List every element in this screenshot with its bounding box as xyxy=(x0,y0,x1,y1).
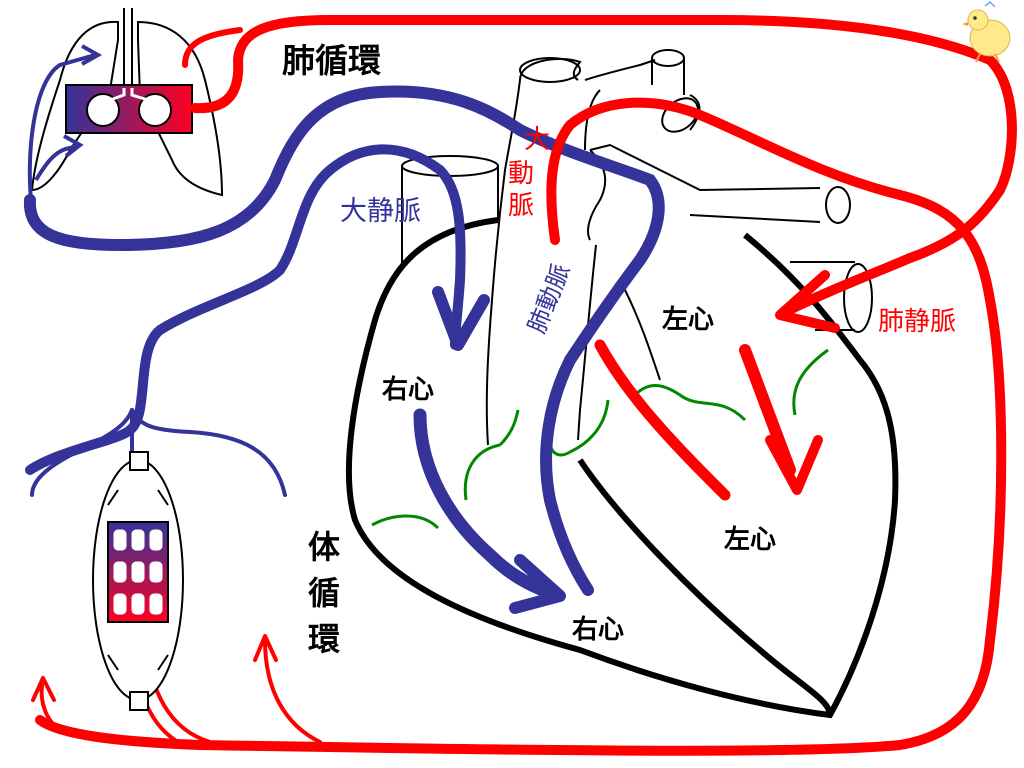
oxygenated-vessels xyxy=(35,14,1017,756)
label-pulmonary-circulation: 肺循環 xyxy=(282,41,381,80)
label-systemic-circulation-2: 循 xyxy=(308,574,340,612)
deoxygenated-arrowheads xyxy=(432,286,566,614)
lungs-icon xyxy=(30,8,224,197)
body-capillary-icon xyxy=(92,451,184,711)
label-right-atrium: 右心 xyxy=(382,375,434,405)
label-vena-cava: 大静脈 xyxy=(340,196,421,227)
label-left-atrium: 左心 xyxy=(662,305,714,335)
oxygenated-arrowheads xyxy=(31,270,840,702)
heart-valves xyxy=(371,348,829,530)
label-right-ventricle: 右心 xyxy=(572,615,624,645)
lung-inflow-arrows xyxy=(27,44,103,211)
heart-outline xyxy=(345,217,899,719)
deoxygenated-vessels xyxy=(23,85,665,599)
label-systemic-circulation-1: 体 xyxy=(308,528,340,566)
vessel-outlines xyxy=(401,49,873,446)
label-aorta-1: 大 xyxy=(524,125,550,155)
label-left-ventricle: 左心 xyxy=(724,525,776,555)
lung-capillary-icon xyxy=(65,84,193,134)
chick-mascot-icon xyxy=(962,0,1011,63)
labels: 肺循環 体 循 環 大静脈 大 動 脈 肺動脈 肺静脈 右心 右心 左心 左心 xyxy=(282,41,956,658)
label-systemic-circulation-3: 環 xyxy=(308,620,340,658)
label-pulmonary-vein: 肺静脈 xyxy=(878,307,956,337)
label-pulmonary-artery: 肺動脈 xyxy=(523,260,576,337)
label-aorta-2: 動 xyxy=(508,159,534,189)
label-aorta-3: 脈 xyxy=(508,191,534,221)
